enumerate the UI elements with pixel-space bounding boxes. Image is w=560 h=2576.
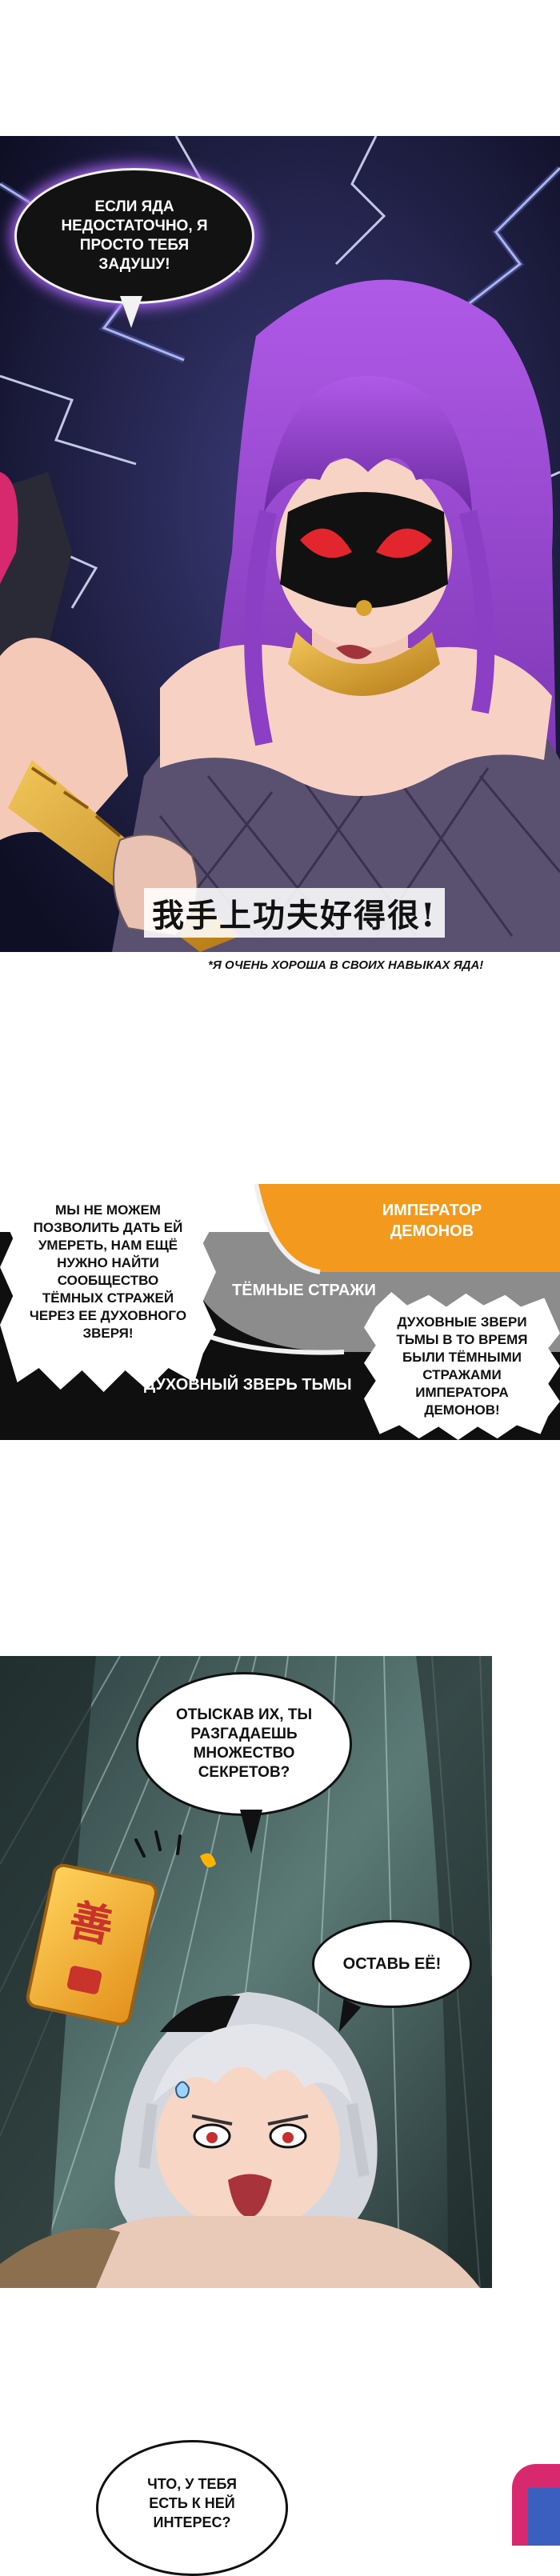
label-demon-emperor: ИМПЕРАТОР ДЕМОНОВ [382, 1202, 482, 1240]
speech-tail [240, 1810, 262, 1854]
panel-1-translation-note: *Я ОЧЕНЬ ХОРОША В СВОИХ НАВЫКАХ ЯДА! [208, 958, 484, 972]
panel-3-right-bubble: ОСТАВЬ ЕЁ! [312, 1920, 472, 2008]
panel-3-top-bubble: ОТЫСКАВ ИХ, ТЫ РАЗГАДАЕШЬ МНОЖЕСТВО СЕКР… [136, 1672, 352, 1816]
panel-2-right-bubble: ДУХОВНЫЕ ЗВЕРИ ТЬМЫ В ТО ВРЕМЯ БЫЛИ ТЁМН… [364, 1292, 560, 1440]
panel-2-left-text: МЫ НЕ МОЖЕМ ПОЗВОЛИТЬ ДАТЬ ЕЙ УМЕРЕТЬ, Н… [29, 1202, 187, 1341]
hero-face [156, 2056, 340, 2232]
label-dark-guards: ТЁМНЫЕ СТРАЖИ [232, 1282, 376, 1299]
panel-4-character-hint-accent [528, 2488, 560, 2546]
panel-1-speech-text: ЕСЛИ ЯДА НЕДОСТАТОЧНО, Я ПРОСТО ТЕБЯ ЗАД… [61, 198, 208, 273]
panel-1-speech-bubble: ЕСЛИ ЯДА НЕДОСТАТОЧНО, Я ПРОСТО ТЕБЯ ЗАД… [14, 168, 254, 304]
panel-1-poison-woman: ЕСЛИ ЯДА НЕДОСТАТОЧНО, Я ПРОСТО ТЕБЯ ЗАД… [0, 136, 560, 952]
panel-2-lore-diagram: МЫ НЕ МОЖЕМ ПОЗВОЛИТЬ ДАТЬ ЕЙ УМЕРЕТЬ, Н… [0, 1152, 560, 1440]
panel-3-hero-reaction: 善 ОТЫСКАВ ИХ, ТЫ РАЗГАДАЕШЬ МНОЖЕСТВО СЕ… [0, 1656, 492, 2288]
panel-2-right-text: ДУХОВНЫЕ ЗВЕРИ ТЬМЫ В ТО ВРЕМЯ БЫЛИ ТЁМН… [396, 1314, 528, 1418]
panel-3-top-text: ОТЫСКАВ ИХ, ТЫ РАЗГАДАЕШЬ МНОЖЕСТВО СЕКР… [175, 1706, 313, 1781]
speech-tail [120, 296, 142, 328]
panel-2-left-bubble: МЫ НЕ МОЖЕМ ПОЗВОЛИТЬ ДАТЬ ЕЙ УМЕРЕТЬ, Н… [0, 1152, 216, 1392]
panel-3-right-text: ОСТАВЬ ЕЁ! [342, 1955, 442, 1973]
panel-3-art [0, 1656, 492, 2288]
panel-4-speech-bubble: ЧТО, У ТЕБЯ ЕСТЬ К НЕЙ ИНТЕРЕС? [96, 2440, 288, 2576]
mask [280, 492, 448, 608]
panel-1-sfx-chinese: 我手上功夫好得很! [144, 888, 445, 938]
label-dark-spirit-beast: ДУХОВНЫЙ ЗВЕРЬ ТЬМЫ [144, 1376, 352, 1394]
panel-1-art [0, 136, 560, 952]
golden-sign-token [26, 1863, 158, 2026]
panel-4-speech-text: ЧТО, У ТЕБЯ ЕСТЬ К НЕЙ ИНТЕРЕС? [147, 2476, 237, 2530]
